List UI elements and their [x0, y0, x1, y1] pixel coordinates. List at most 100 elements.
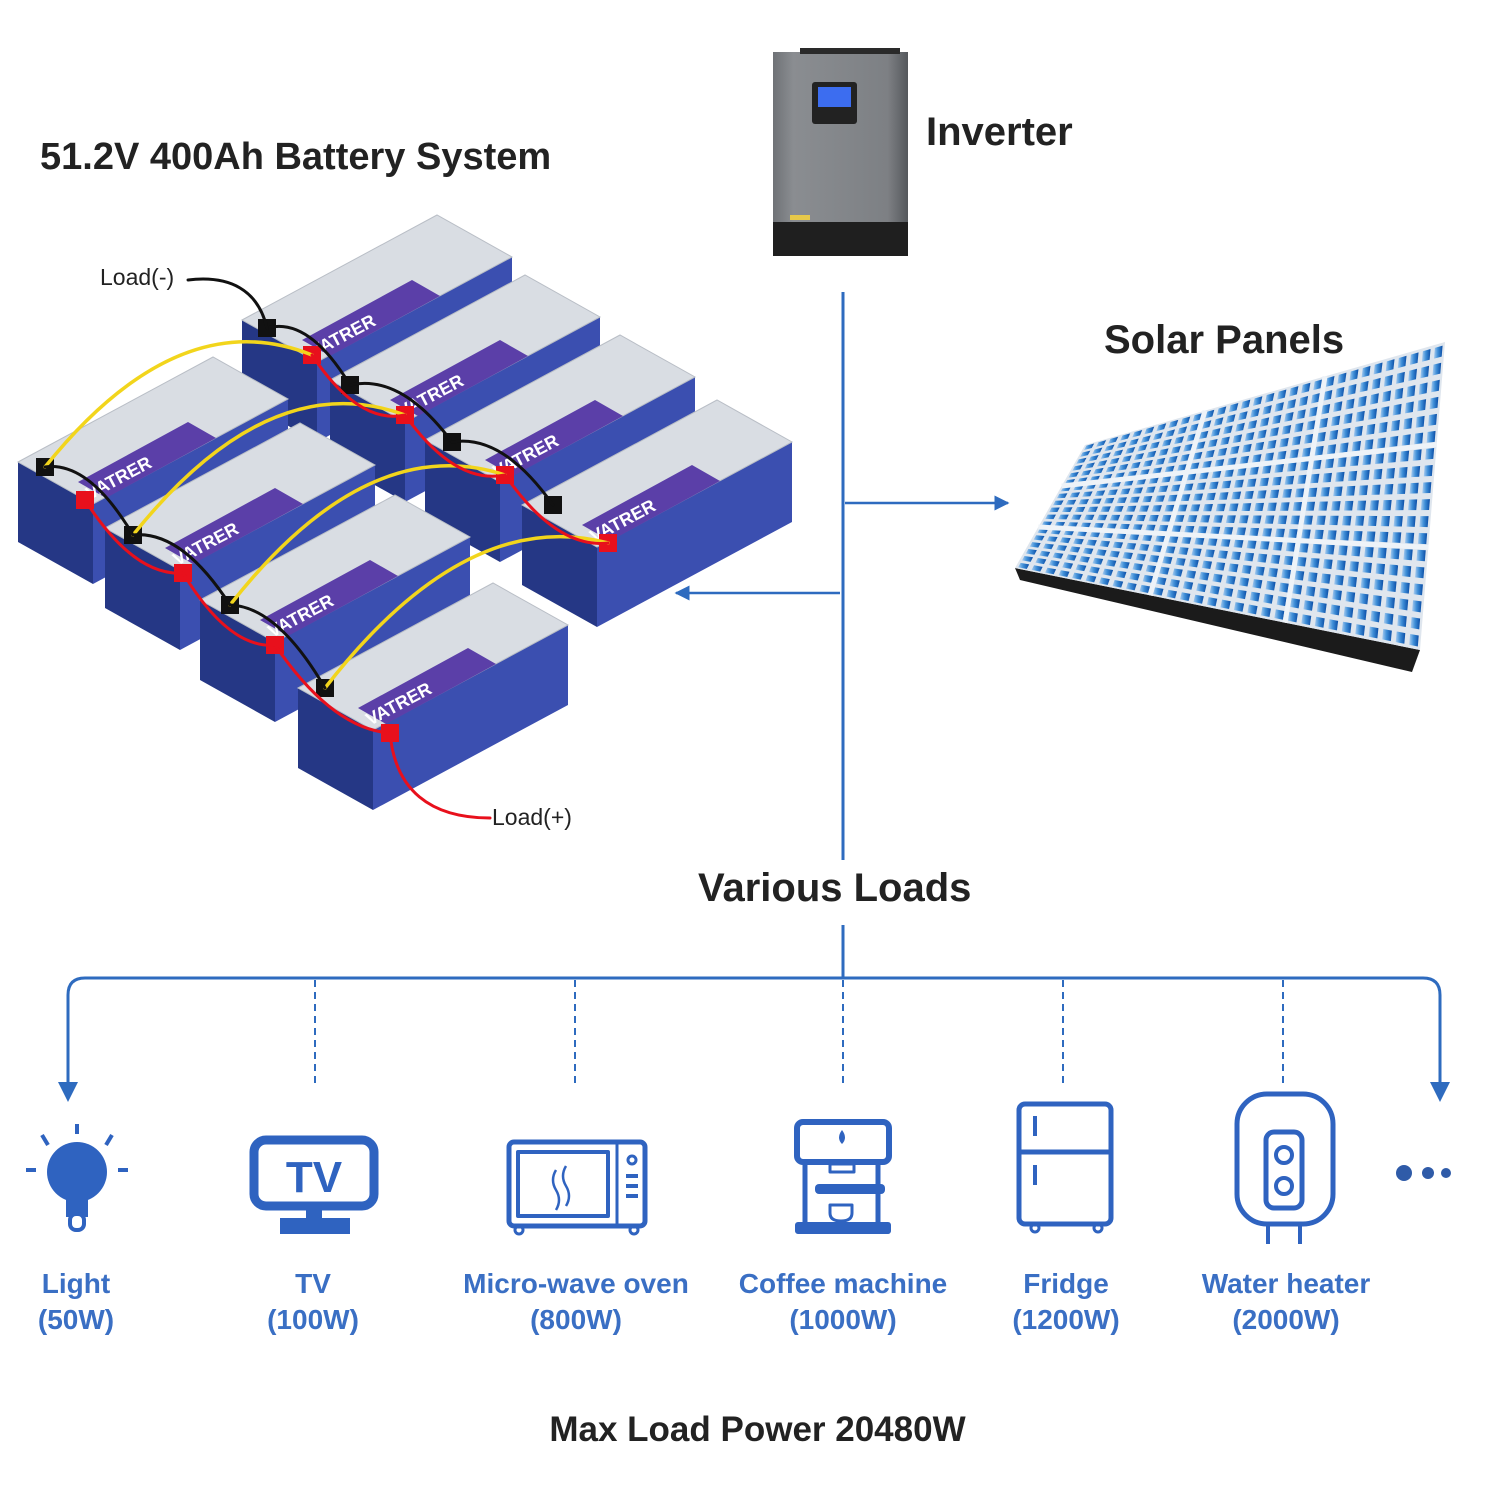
solar-cell [1161, 438, 1172, 447]
dashed-drops [314, 980, 1284, 1088]
solar-cell [1351, 546, 1361, 557]
solar-cell [1204, 449, 1215, 459]
load-power: (2000W) [1232, 1304, 1340, 1335]
solar-cell [1330, 604, 1341, 616]
solar-cell [1235, 422, 1245, 432]
solar-cell [1199, 572, 1210, 581]
solar-cell [1367, 515, 1378, 526]
load-coffee-machine: Coffee machine (1000W) [713, 1266, 973, 1338]
solar-cell [1232, 434, 1243, 444]
solar-cell [1362, 562, 1372, 574]
solar-cell [1105, 559, 1117, 567]
solar-cell [1371, 377, 1381, 390]
solar-cell [1353, 530, 1363, 542]
solar-cell [1306, 420, 1316, 431]
solar-cell [1380, 515, 1391, 527]
solar-cell [1274, 609, 1285, 620]
solar-cell [1322, 472, 1332, 483]
solar-cell [1080, 522, 1091, 529]
solar-cell [1294, 570, 1305, 581]
solar-cell [1305, 586, 1316, 597]
solar-cell [1419, 516, 1429, 528]
solar-panel-image [1015, 342, 1445, 672]
solar-cell [1146, 450, 1157, 458]
solar-cell [1187, 515, 1198, 523]
solar-cell [1112, 580, 1124, 588]
light-bulb-icon [26, 1124, 128, 1232]
solar-cell [1223, 587, 1234, 597]
solar-cell [1059, 537, 1071, 544]
solar-cell [1401, 565, 1412, 577]
solar-cell [1328, 429, 1339, 441]
solar-cell [1373, 362, 1383, 375]
solar-cell [1420, 365, 1430, 379]
solar-cell [1084, 462, 1095, 469]
solar-cell [1398, 598, 1409, 611]
solar-cell [1049, 507, 1060, 513]
solar-cell [1089, 566, 1100, 574]
solar-cell [1180, 494, 1191, 502]
solar-cell [1340, 530, 1350, 541]
solar-cell [1220, 599, 1231, 610]
solar-cell [1385, 596, 1395, 609]
solar-cell [1086, 539, 1097, 546]
solar-cell [1149, 441, 1160, 450]
solar-cell [1213, 417, 1224, 427]
solar-cell [1287, 611, 1298, 623]
solar-cell [1364, 546, 1374, 558]
solar-cell [1297, 474, 1307, 484]
solar-cell [1292, 502, 1303, 511]
solar-cell [1392, 403, 1402, 416]
solar-cell [1276, 596, 1287, 607]
solar-cell [1083, 514, 1095, 520]
load-negative-label: Load(-) [100, 264, 175, 290]
solar-cell [1186, 472, 1197, 481]
solar-cell [1324, 458, 1335, 469]
solar-cell [1193, 493, 1204, 501]
battery-wiring [36, 277, 617, 820]
solar-cell [1421, 349, 1431, 362]
solar-cell [1401, 434, 1411, 446]
solar-cell [1042, 543, 1054, 550]
solar-cell [1159, 566, 1170, 575]
solar-cell [1079, 556, 1090, 563]
solar-cell [1241, 564, 1252, 574]
solar-cell [1383, 374, 1393, 387]
load-bus-line [66, 976, 1442, 1090]
solar-cell [1233, 539, 1244, 548]
solar-cell [1062, 562, 1074, 569]
solar-cell [1170, 484, 1181, 492]
solar-cell [1240, 399, 1251, 410]
solar-cell [1291, 435, 1302, 446]
solar-cell [1109, 514, 1121, 521]
solar-cell [1224, 469, 1234, 478]
solar-cell [1420, 499, 1430, 511]
solar-cell [1106, 523, 1117, 530]
solar-cell [1120, 488, 1131, 495]
solar-cell [1139, 584, 1151, 594]
solar-cell [1380, 406, 1390, 418]
solar-cell [1318, 417, 1328, 429]
solar-cell [1194, 537, 1205, 545]
solar-cell [1413, 583, 1423, 596]
solar-cell [1241, 503, 1252, 512]
inverter-image [773, 48, 908, 256]
solar-cell [1309, 473, 1320, 484]
solar-cell [1267, 567, 1278, 578]
solar-cell [1250, 408, 1260, 418]
battery-unit: VATRER [296, 582, 570, 810]
solar-cell [1433, 345, 1443, 359]
load-name: TV [295, 1268, 331, 1299]
solar-cell [1393, 516, 1403, 527]
solar-cell [1423, 465, 1433, 477]
solar-cell [1223, 527, 1234, 535]
solar-cell [1373, 579, 1384, 591]
solar-cell [1233, 602, 1245, 612]
solar-cell [1294, 488, 1305, 498]
solar-cell [1264, 452, 1274, 462]
solar-cell [1201, 460, 1212, 469]
solar-cell [1217, 447, 1228, 457]
solar-cell [1076, 457, 1087, 464]
solar-cell [1128, 533, 1140, 541]
solar-cell [1394, 387, 1404, 400]
